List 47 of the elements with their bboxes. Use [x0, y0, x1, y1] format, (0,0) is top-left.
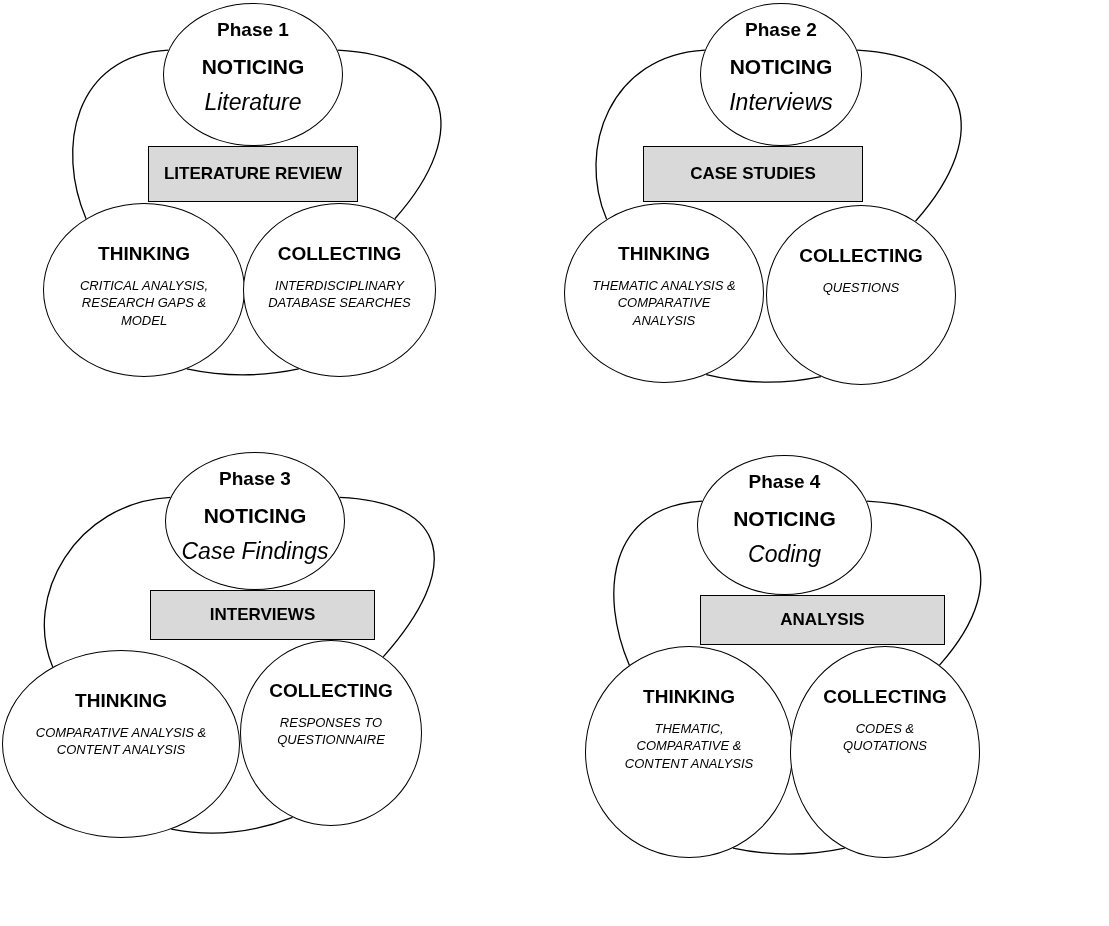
stage-heading: NOTICING [201, 53, 305, 80]
connector-arc [866, 500, 982, 666]
stage-heading: COLLECTING [269, 679, 393, 703]
stage-heading: THINKING [618, 242, 710, 266]
connector-arc [336, 49, 442, 220]
box-label: ANALYSIS [780, 609, 865, 632]
stage-heading: COLLECTING [799, 244, 923, 268]
label-box [643, 146, 863, 202]
connector-arc [72, 49, 170, 220]
stage-description: CODES & QUOTATIONS [842, 719, 928, 756]
stage-heading: NOTICING [203, 502, 307, 529]
stage-heading: COLLECTING [823, 685, 947, 709]
stage-heading: THINKING [75, 689, 167, 713]
connector-arc [338, 496, 435, 658]
label-box [150, 590, 375, 640]
stage-description: THEMATIC, COMPARATIVE & CONTENT ANALYSIS [623, 719, 755, 774]
stage-description: RESPONSES TO QUESTIONNAIRE [276, 713, 386, 750]
connector-arc [856, 49, 962, 222]
box-label: LITERATURE REVIEW [163, 163, 343, 186]
stage-heading: THINKING [98, 242, 190, 266]
phase-title: Phase 2 [745, 18, 817, 42]
connector-arc [43, 496, 172, 668]
box-label: INTERVIEWS [209, 604, 316, 627]
stage-description: CRITICAL ANALYSIS, RESEARCH GAPS & MODEL [78, 276, 210, 331]
stage-source: Interviews [729, 88, 833, 117]
stage-description: QUESTIONS [822, 278, 900, 297]
connector-arc [595, 49, 706, 220]
stage-heading: THINKING [643, 685, 735, 709]
connector-arc [732, 847, 846, 855]
connector-arc [613, 500, 703, 666]
stage-description: THEMATIC ANALYSIS & COMPARATIVE ANALYSIS [591, 276, 737, 331]
phase-title: Phase 4 [748, 470, 821, 494]
box-label: CASE STUDIES [690, 163, 816, 186]
phase-title: Phase 3 [219, 467, 291, 491]
label-box [700, 595, 945, 645]
phase-title: Phase 1 [217, 18, 289, 42]
stage-description: INTERDISCIPLINARY DATABASE SEARCHES [268, 276, 411, 313]
label-box [148, 146, 358, 202]
stage-heading: NOTICING [733, 505, 836, 532]
stage-heading: COLLECTING [277, 242, 402, 266]
stage-source: Coding [748, 540, 821, 569]
stage-heading: NOTICING [729, 53, 833, 80]
connector-arc [186, 368, 300, 376]
stage-source: Case Findings [181, 537, 329, 566]
connector-arc [170, 816, 294, 834]
stage-description: COMPARATIVE ANALYSIS & CONTENT ANALYSIS [34, 723, 208, 760]
stage-source: Literature [204, 88, 302, 117]
